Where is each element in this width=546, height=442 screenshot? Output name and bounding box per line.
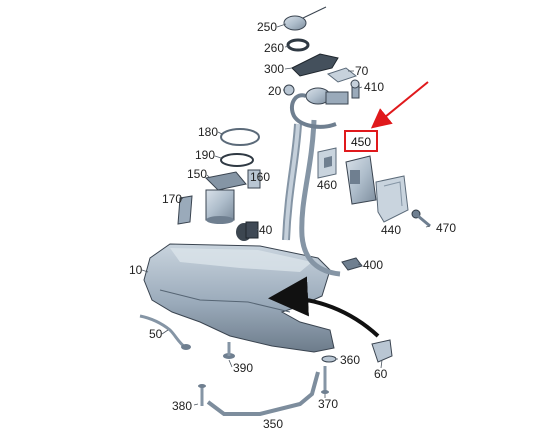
direction-arrow — [268, 276, 380, 338]
carbon-canister-part-450 — [345, 155, 377, 205]
seal-part-190 — [220, 153, 254, 167]
label-160: 160 — [250, 170, 271, 184]
clip-part-20 — [283, 84, 295, 96]
filler-cap-part-250 — [283, 6, 327, 31]
label-350: 350 — [263, 417, 284, 431]
sender-part-160 — [247, 169, 261, 189]
seal-part-180 — [220, 128, 260, 146]
valve-part-410 — [350, 79, 360, 99]
label-60: 60 — [374, 367, 388, 381]
label-70: 70 — [355, 64, 369, 78]
highlight-arrow — [370, 81, 429, 129]
label-250: 250 — [257, 20, 278, 34]
seal-ring-part-260 — [286, 38, 310, 52]
label-390: 390 — [233, 361, 254, 375]
gasket-part-70 — [326, 67, 358, 83]
bolt-part-380 — [198, 384, 206, 406]
bracket-part-460 — [317, 147, 337, 179]
float-part-170 — [177, 195, 193, 225]
valve-part-40 — [245, 221, 259, 239]
label-260: 260 — [264, 41, 285, 55]
label-170: 170 — [162, 192, 183, 206]
filler-neck-pipes — [282, 87, 349, 277]
label-190: 190 — [195, 148, 216, 162]
shield-part-440 — [375, 175, 409, 223]
bolt-part-370 — [321, 366, 329, 394]
label-50: 50 — [149, 327, 163, 341]
leader-lines — [141, 23, 431, 406]
flange-part-300 — [291, 53, 339, 77]
label-300: 300 — [264, 62, 285, 76]
label-360: 360 — [340, 353, 361, 367]
clip-part-60 — [371, 339, 393, 363]
label-460: 460 — [317, 178, 338, 192]
label-450: 450 — [350, 135, 372, 149]
label-370: 370 — [318, 397, 339, 411]
label-10: 10 — [129, 263, 143, 277]
pad-part-400 — [341, 257, 363, 271]
label-380: 380 — [172, 399, 193, 413]
label-20: 20 — [268, 84, 282, 98]
washer-part-360 — [321, 355, 337, 363]
bolt-part-390 — [223, 342, 235, 359]
fuel-pump-part-150 — [204, 171, 247, 224]
label-180: 180 — [198, 125, 219, 139]
bolt-part-470 — [411, 209, 431, 228]
label-400: 400 — [363, 258, 384, 272]
hose-part-50 — [139, 314, 187, 350]
label-410: 410 — [364, 80, 385, 94]
label-440: 440 — [381, 223, 402, 237]
label-470: 470 — [436, 221, 457, 235]
strap-part-350 — [206, 371, 320, 416]
label-150: 150 — [187, 167, 208, 181]
label-40: 40 — [259, 223, 273, 237]
highlight-box-450: 450 — [344, 130, 378, 152]
clamp-part-50-end — [181, 344, 191, 350]
